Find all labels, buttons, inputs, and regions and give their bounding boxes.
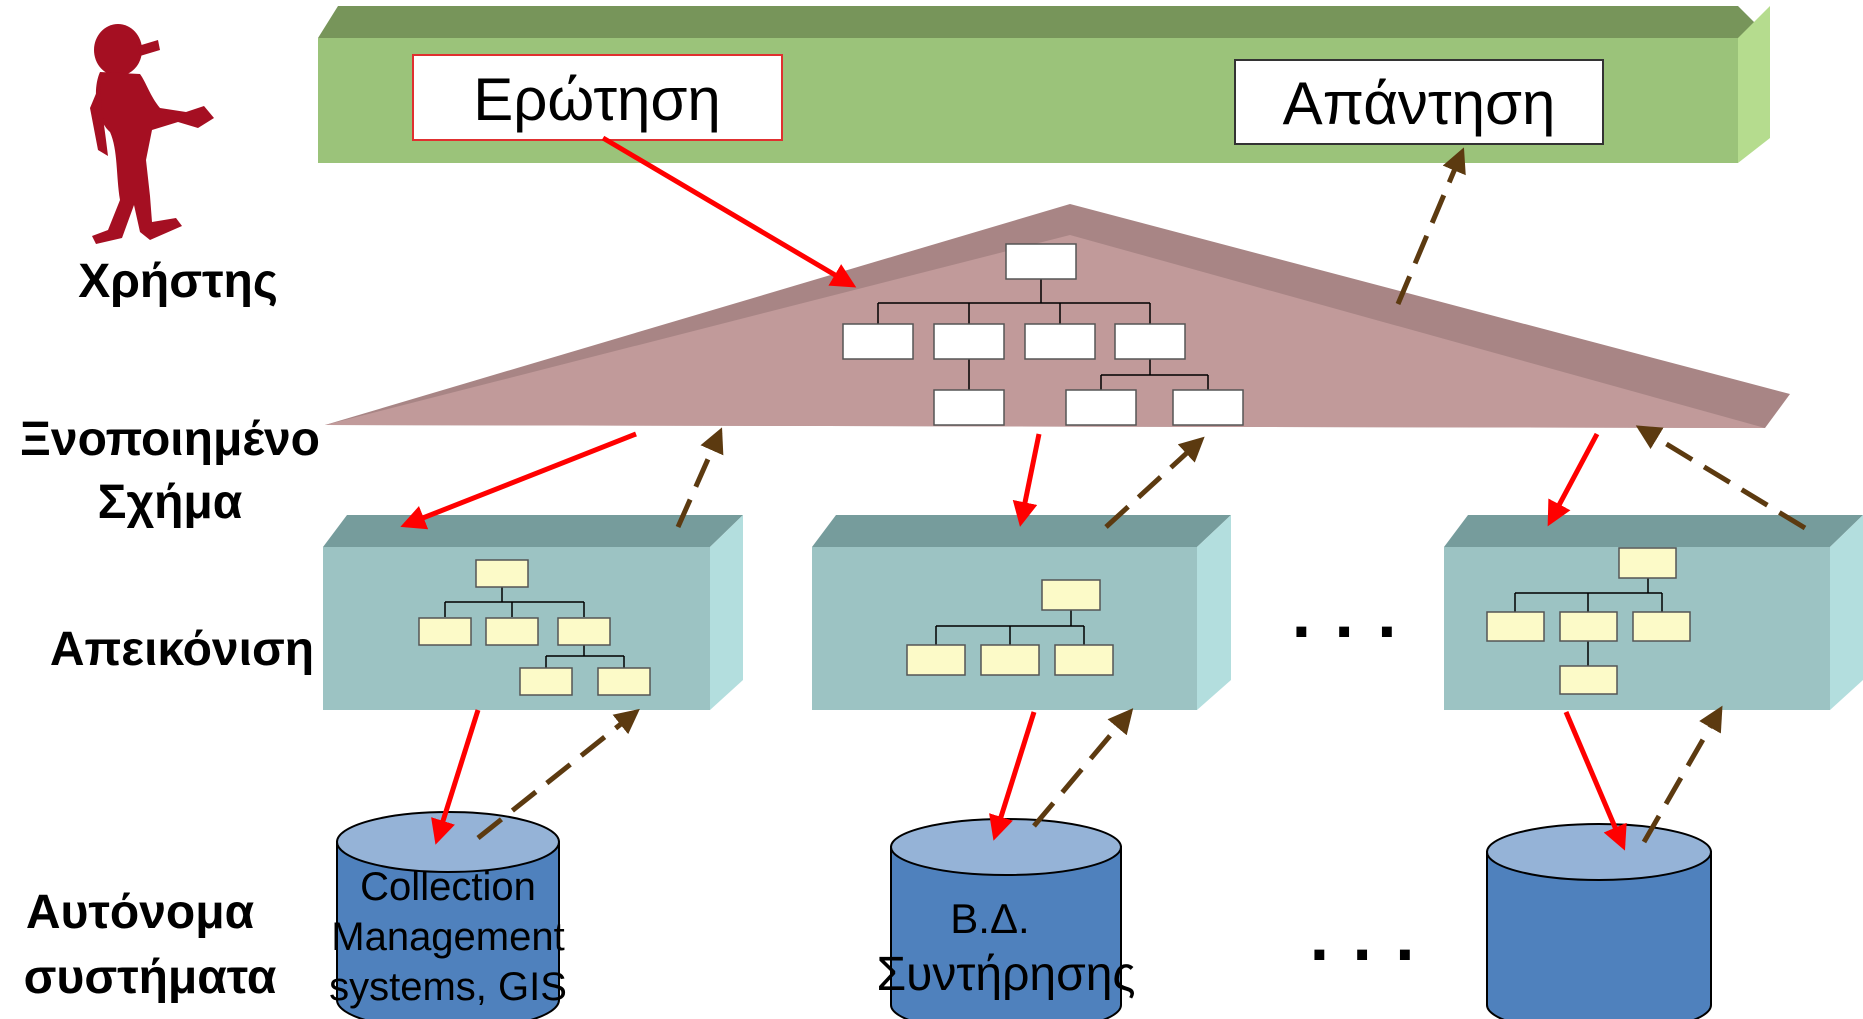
answer-arrow-from-db-2 <box>1032 708 1134 828</box>
mapping-node <box>597 667 651 696</box>
mapping-node <box>1618 547 1677 579</box>
mapping-node <box>1486 611 1545 642</box>
autonomous-systems-label-line2: συστήματα <box>24 951 277 1004</box>
mapping-tree-2 <box>935 610 1085 645</box>
mapping-label: Απεικόνιση <box>50 623 314 676</box>
mapping-node <box>1559 665 1618 695</box>
schema-node <box>1172 389 1244 426</box>
answer-box[interactable]: Απάντηση <box>1234 59 1604 145</box>
answer-arrows <box>476 147 1807 844</box>
unified-schema-label-line2: Σχήμα <box>98 476 243 529</box>
mapping-node <box>980 644 1040 676</box>
query-arrow-to-db-3 <box>1563 711 1627 851</box>
mapping-node <box>519 667 573 696</box>
query-arrow-to-mapping-3 <box>1547 432 1600 527</box>
answer-arrow-from-mapping-2 <box>1104 436 1205 529</box>
query-arrow-to-mapping-2 <box>1012 433 1042 527</box>
mapping-node <box>1041 579 1101 611</box>
answer-arrow-from-mapping-1 <box>675 427 724 529</box>
schema-node <box>842 323 914 360</box>
answer-arrow-from-db-3 <box>1641 705 1723 844</box>
query-arrow-to-db-1 <box>431 709 481 845</box>
mapping-node <box>1559 611 1618 642</box>
unified-schema-tree <box>877 279 1209 390</box>
answer-arrow-from-mapping-3 <box>1635 425 1807 531</box>
mapping-node <box>485 617 539 646</box>
unified-schema-nodes <box>842 243 1244 426</box>
mapping-ellipsis: · · · <box>1292 592 1401 670</box>
mapping-node <box>418 617 472 646</box>
unified-schema-label-line1: Ξνοποιημένο <box>20 413 320 466</box>
schema-node <box>1065 389 1137 426</box>
mapping-nodes-1 <box>418 559 651 696</box>
mapping-box-2 <box>812 515 1231 710</box>
answer-arrow-to-ui <box>1395 147 1466 305</box>
db2-label-line2: Συντήρησης <box>876 948 1135 1001</box>
schema-node <box>933 389 1005 426</box>
db1-label-line1: Collection <box>360 865 536 909</box>
autonomous-systems-label-line1: Αυτόνομα <box>26 886 255 939</box>
schema-node <box>1024 323 1096 360</box>
answer-label: Απάντηση <box>1283 70 1556 137</box>
schema-node <box>933 323 1005 360</box>
mapping-nodes-3 <box>1486 547 1691 695</box>
query-arrow-to-schema <box>601 135 857 288</box>
mapping-node <box>906 644 966 676</box>
query-arrows <box>400 135 1627 851</box>
db1-label-line3: systems, GIS <box>329 965 567 1009</box>
query-arrow-to-mapping-1 <box>400 431 637 530</box>
db1-label-line2: Management <box>331 915 564 959</box>
schema-node <box>1005 243 1077 280</box>
question-label: Ερώτηση <box>473 66 721 133</box>
mapping-tree-3 <box>1514 578 1663 666</box>
mapping-node <box>1632 611 1691 642</box>
schema-node <box>1114 323 1186 360</box>
answer-arrow-from-db-1 <box>476 708 640 840</box>
db2-label-line1: Β.Δ. <box>950 895 1029 942</box>
database-cylinder-3 <box>1486 823 1712 1019</box>
mapping-node <box>475 559 529 588</box>
systems-ellipsis: · · · <box>1310 915 1419 993</box>
user-figure-icon <box>90 24 214 244</box>
unified-schema-triangle <box>325 204 1790 428</box>
mapping-tree-1 <box>444 587 625 668</box>
mapping-nodes-2 <box>906 579 1114 676</box>
database-cylinder-2 <box>890 818 1122 1019</box>
question-box[interactable]: Ερώτηση <box>412 54 783 141</box>
user-label: Χρήστης <box>78 255 278 308</box>
mapping-node <box>1054 644 1114 676</box>
mapping-node <box>557 617 611 646</box>
query-arrow-to-db-2 <box>989 711 1037 841</box>
